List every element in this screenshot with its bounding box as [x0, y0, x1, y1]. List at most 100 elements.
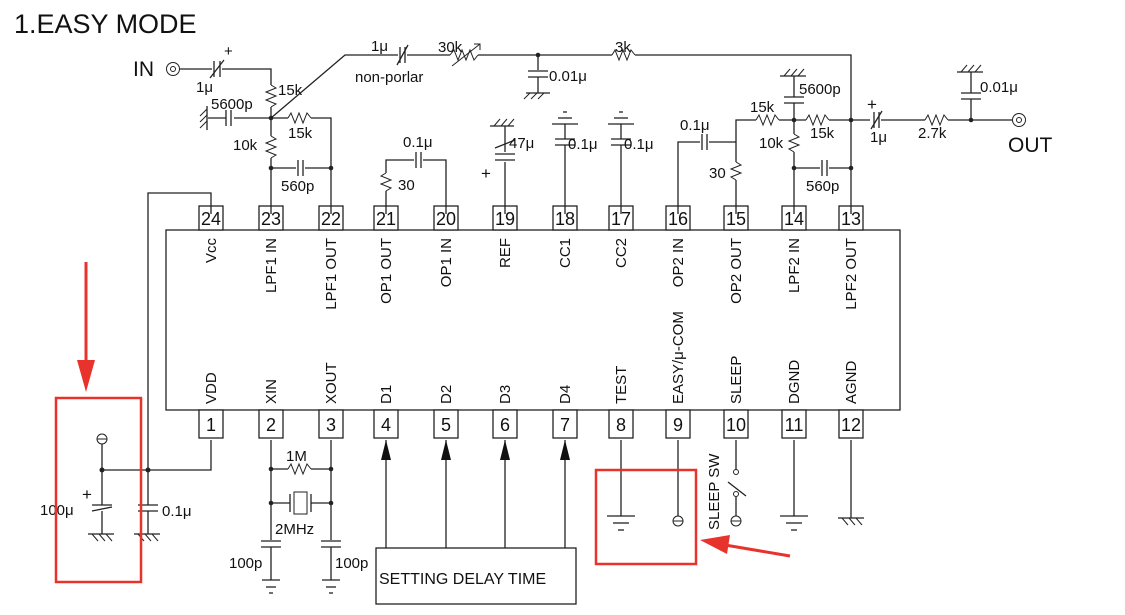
c-01-op2-label: 0.1μ	[680, 117, 710, 134]
highlights	[54, 262, 791, 584]
op1-network: 30 0.1μ	[379, 134, 447, 214]
cc-network: 0.1μ 0.1μ	[552, 111, 654, 214]
pin-label-17: CC2	[613, 238, 630, 268]
pin-number-22: 22	[321, 209, 341, 229]
pin-number-9: 9	[673, 415, 683, 435]
pin-label-2: XIN	[263, 379, 280, 404]
pin-label-20: OP1 IN	[438, 238, 455, 287]
c-001-a-label: 0.01μ	[549, 68, 587, 85]
pin-label-9: EASY/μ-COM	[670, 311, 687, 404]
ref-network: + 47μ	[481, 118, 534, 214]
pin-label-10: SLEEP	[728, 356, 745, 404]
pin-number-17: 17	[611, 209, 631, 229]
arrow-left-icon	[700, 535, 730, 554]
pin-box-12	[838, 409, 864, 439]
bottom-pins: 1VDD2XIN3XOUT4D15D26D37D48TEST9EASY/μ-CO…	[198, 311, 864, 439]
c-560-b-label: 560p	[806, 178, 839, 195]
pin-number-8: 8	[616, 415, 626, 435]
pin-number-5: 5	[441, 415, 451, 435]
pin-number-13: 13	[841, 209, 861, 229]
pin-label-23: LPF1 IN	[263, 238, 280, 293]
top-network: 1μ non-porlar 30k 0.01μ 3k	[355, 38, 852, 214]
pin-box-5	[433, 409, 459, 439]
c-1u-np-label: 1μ	[371, 38, 388, 55]
c-100p-b-label: 100p	[335, 555, 368, 572]
pin-number-24: 24	[201, 209, 221, 229]
pin-number-23: 23	[261, 209, 281, 229]
pin-label-13: LPF2 OUT	[843, 238, 860, 310]
pin-label-15: OP2 OUT	[728, 238, 745, 304]
pin-number-15: 15	[726, 209, 746, 229]
r-27k-label: 2.7k	[918, 125, 947, 142]
delay-inputs: SETTING DELAY TIME	[375, 440, 577, 605]
pin-box-3	[318, 409, 344, 439]
svg-text:+: +	[82, 485, 92, 504]
c-1u-out-label: 1μ	[870, 129, 887, 146]
pin-label-24: Vcc	[203, 238, 220, 264]
r-in-label: 15k	[278, 82, 303, 99]
pin-label-3: XOUT	[323, 362, 340, 404]
r-10k-a-label: 10k	[233, 137, 258, 154]
pin-number-18: 18	[555, 209, 575, 229]
arrow-down-icon	[77, 360, 95, 392]
pin-box-9	[665, 409, 691, 439]
c-01-op1-label: 0.1μ	[403, 134, 433, 151]
pin-label-18: CC1	[557, 238, 574, 268]
np-label: non-porlar	[355, 69, 423, 86]
pin-label-7: D4	[557, 385, 574, 404]
setting-delay-label: SETTING DELAY TIME	[379, 571, 546, 588]
c-01-vdd-label: 0.1μ	[162, 503, 192, 520]
setting-delay-box	[375, 547, 577, 605]
xtal-label: 2MHz	[275, 521, 314, 538]
pin-number-10: 10	[726, 415, 746, 435]
c-5600-b-label: 5600p	[799, 81, 841, 98]
diagram-title: 1.EASY MODE	[14, 9, 197, 39]
input-network: IN + 1μ 15k 5600p 15k 10k	[133, 43, 398, 214]
pin-label-12: AGND	[843, 360, 860, 404]
sleep-sw-label: SLEEP SW	[706, 453, 723, 530]
pin-number-19: 19	[495, 209, 515, 229]
ic-body	[165, 229, 901, 411]
svg-text:+: +	[481, 164, 491, 183]
r-10k-b-label: 10k	[759, 135, 784, 152]
pin-number-12: 12	[841, 415, 861, 435]
c-01-cc2-label: 0.1μ	[624, 136, 654, 153]
pin-number-16: 16	[668, 209, 688, 229]
svg-text:+: +	[224, 43, 233, 60]
out-terminal-icon	[1012, 113, 1026, 127]
pin-number-6: 6	[500, 415, 510, 435]
r-15k-a-label: 15k	[288, 125, 313, 142]
pin-number-7: 7	[560, 415, 570, 435]
pin-label-14: LPF2 IN	[786, 238, 803, 293]
pin-label-4: D1	[378, 385, 395, 404]
pin-box-7	[552, 409, 578, 439]
pin-label-21: OP1 OUT	[378, 238, 395, 304]
pin-box-1	[198, 409, 224, 439]
c-in-label: 1μ	[196, 79, 213, 96]
in-label: IN	[133, 58, 154, 81]
pin-number-1: 1	[206, 415, 216, 435]
pin-label-6: D3	[497, 385, 514, 404]
pin-label-5: D2	[438, 385, 455, 404]
highlight-box-mode	[594, 468, 698, 566]
pin-number-3: 3	[326, 415, 336, 435]
pin-number-2: 2	[266, 415, 276, 435]
output-network: 0.1μ 30 15k 5600p 15k 10k 560p +	[677, 64, 1053, 214]
r-15k-c-label: 15k	[810, 125, 835, 142]
c-5600-a-label: 5600p	[211, 96, 253, 113]
pin-box-2	[258, 409, 284, 439]
supply-network: + 100μ 0.1μ	[40, 192, 212, 542]
r-1m-label: 1M	[286, 448, 307, 465]
pin-label-1: VDD	[203, 372, 220, 404]
c-001-b-label: 0.01μ	[980, 79, 1018, 96]
pin-box-11	[781, 409, 807, 439]
pin-box-4	[373, 409, 399, 439]
c-47-label: 47μ	[509, 135, 534, 152]
pin-number-11: 11	[785, 415, 804, 435]
highlight-box-supply	[54, 396, 143, 584]
pin-number-4: 4	[381, 415, 391, 435]
r-30-b-label: 30	[709, 165, 726, 182]
c-01-cc1-label: 0.1μ	[568, 136, 598, 153]
